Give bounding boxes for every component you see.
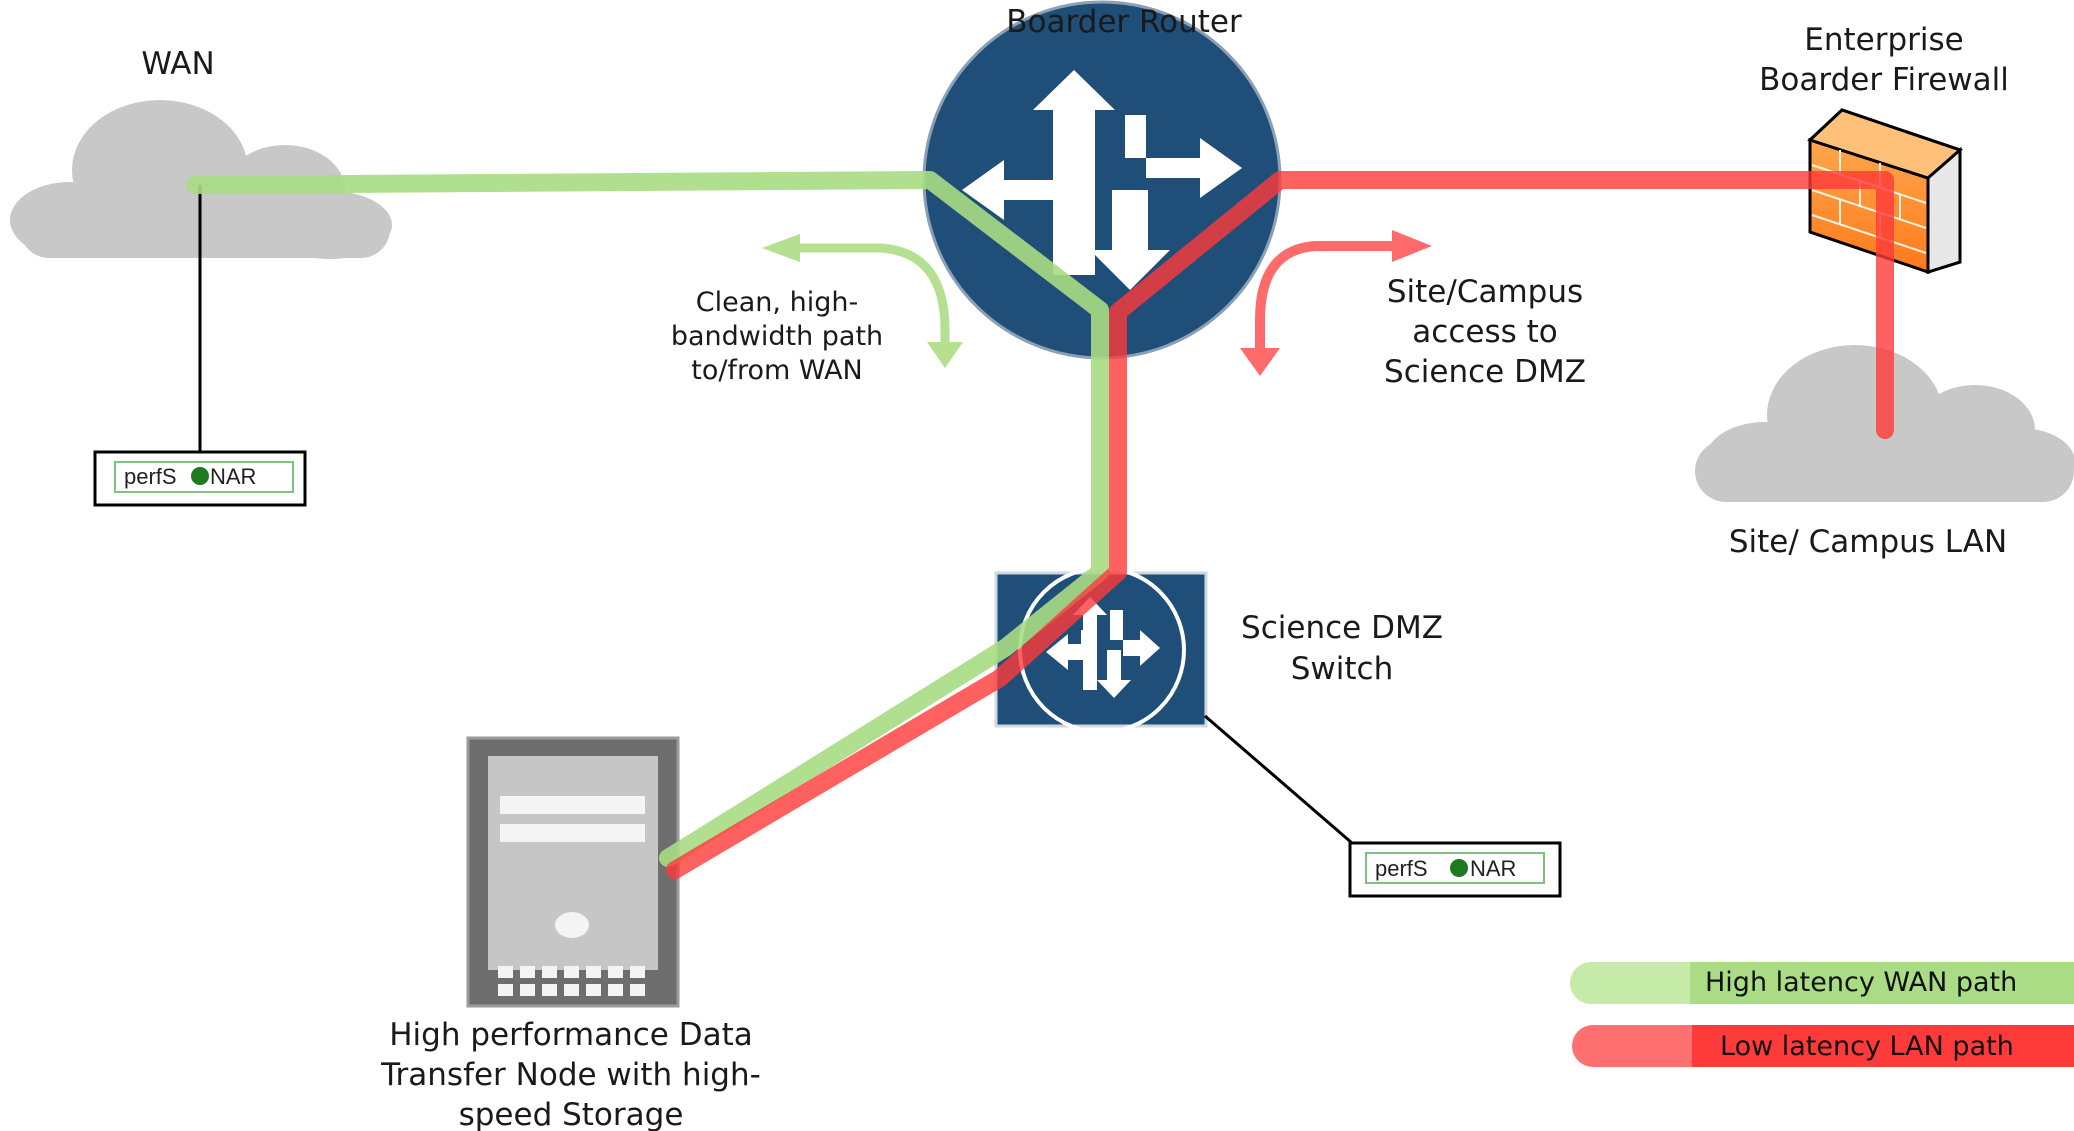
dtn-label-line1: High performance Data	[389, 1017, 753, 1053]
campus-lan-cloud-icon	[1695, 345, 2074, 502]
perfsonar-dmz-label-left: perfS	[1375, 856, 1428, 881]
legend-wan-path: High latency WAN path	[1570, 962, 2074, 1004]
legend: High latency WAN path Low latency LAN pa…	[1570, 962, 2074, 1067]
clean-path-label-line1: Clean, high-	[696, 287, 858, 318]
firewall-label-line1: Enterprise	[1804, 22, 1963, 58]
legend-wan-path-label: High latency WAN path	[1705, 967, 2017, 998]
lan-path	[666, 171, 1894, 879]
dmz-switch-label-line2: Switch	[1291, 651, 1394, 687]
campus-lan-label: Site/ Campus LAN	[1729, 524, 2007, 560]
perfsonar-dot-icon	[1450, 859, 1468, 877]
dtn-label-line2: Transfer Node with high-	[380, 1057, 761, 1093]
dtn-label-line3: speed Storage	[459, 1097, 684, 1131]
perfsonar-wan-box: perfS NAR	[93, 450, 307, 507]
legend-lan-path: Low latency LAN path	[1572, 1025, 2074, 1067]
campus-access-label-line3: Science DMZ	[1384, 354, 1586, 390]
perfsonar-wan-label-right: NAR	[210, 464, 256, 489]
server-icon	[466, 736, 680, 1008]
campus-access-label-line2: access to	[1412, 314, 1557, 350]
perfsonar-dmz-box: perfS NAR	[1348, 841, 1562, 898]
perfsonar-dot-icon	[191, 467, 209, 485]
router-label: Boarder Router	[1006, 4, 1242, 40]
wan-label: WAN	[141, 46, 214, 82]
wan-cloud-icon	[10, 100, 392, 259]
perfsonar-wan-label-left: perfS	[124, 464, 177, 489]
dmz-perfsonar-link	[1204, 714, 1353, 845]
campus-access-arrow-icon	[1240, 230, 1432, 376]
clean-path-label-line3: to/from WAN	[691, 355, 863, 386]
legend-lan-path-label: Low latency LAN path	[1720, 1031, 2014, 1062]
clean-path-arrow-icon	[762, 234, 963, 368]
dmz-switch-label-line1: Science DMZ	[1241, 610, 1443, 646]
perfsonar-dmz-label-right: NAR	[1470, 856, 1516, 881]
wan-path	[186, 171, 1109, 867]
router-icon	[922, 0, 1282, 360]
firewall-label-line2: Boarder Firewall	[1759, 62, 2009, 98]
campus-access-label-line1: Site/Campus	[1387, 274, 1583, 310]
clean-path-label-line2: bandwidth path	[671, 321, 883, 352]
